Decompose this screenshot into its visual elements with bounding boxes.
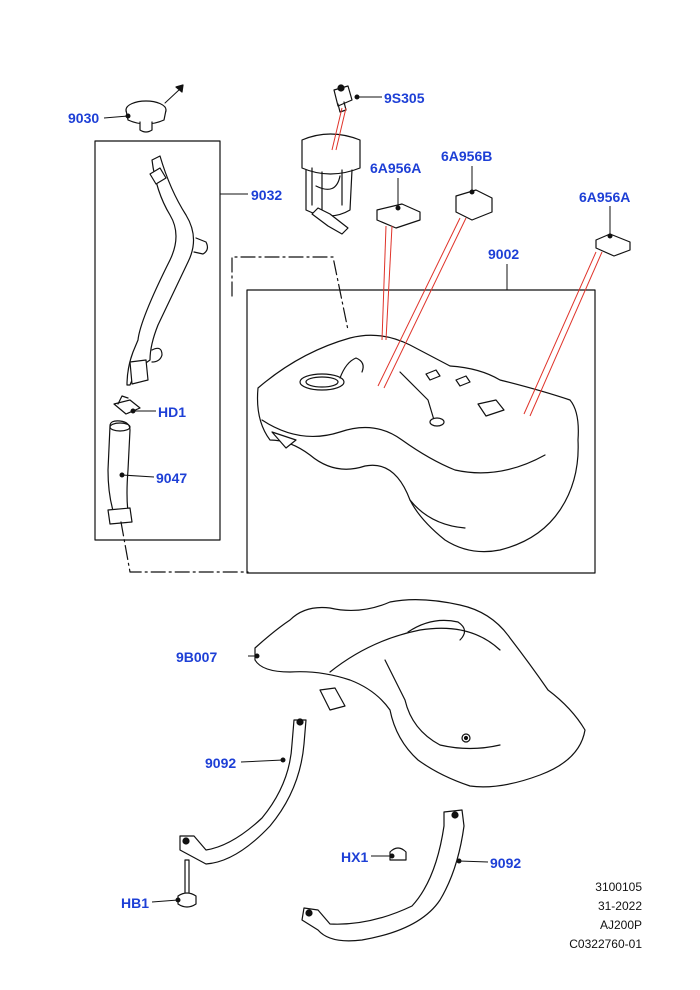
foam-pad-6a956b bbox=[455, 189, 493, 221]
reference-line-1: 3100105 bbox=[595, 880, 642, 894]
dash-dot-link-bottom bbox=[120, 521, 249, 573]
fuel-cap-part bbox=[125, 84, 184, 133]
callout-9002: 9002 bbox=[488, 246, 520, 262]
pressure-sensor-part bbox=[333, 84, 353, 113]
leader-hb1 bbox=[151, 899, 179, 903]
fuel-tank-part bbox=[256, 334, 579, 553]
callout-6a956b: 6A956B bbox=[441, 148, 493, 164]
leader-red-6a956a-left-b bbox=[385, 225, 393, 341]
reference-line-4: C0322760-01 bbox=[569, 937, 642, 951]
reference-line-3: AJ200P bbox=[599, 918, 642, 932]
callout-6a956a-right: 6A956A bbox=[579, 189, 631, 205]
bolt-hb1-part bbox=[177, 859, 197, 908]
leader-red-6a956b-a bbox=[377, 217, 461, 387]
filler-pipe-frame bbox=[94, 140, 221, 541]
breather-hose-part bbox=[107, 420, 133, 525]
callout-hx1: HX1 bbox=[341, 849, 369, 865]
tank-strap-left-part bbox=[179, 718, 307, 865]
callout-9b007: 9B007 bbox=[176, 649, 218, 665]
leader-9030 bbox=[103, 115, 129, 119]
callout-9092-right: 9092 bbox=[490, 855, 522, 871]
heat-shield-part bbox=[254, 599, 586, 788]
callout-9047: 9047 bbox=[156, 470, 188, 486]
leader-red-6a956b-b bbox=[383, 217, 467, 389]
leader-9047 bbox=[121, 474, 155, 478]
fuel-pump-module-part bbox=[301, 133, 361, 235]
callout-9032: 9032 bbox=[251, 187, 283, 203]
leader-red-9s305 bbox=[331, 107, 347, 151]
callout-9092-left: 9092 bbox=[205, 755, 237, 771]
dash-dot-link-top bbox=[231, 256, 349, 331]
callout-9030: 9030 bbox=[68, 110, 100, 126]
foam-pad-6a956a-right bbox=[595, 233, 631, 257]
leader-red-6a956a-right-b bbox=[529, 251, 603, 417]
callout-6a956a-left: 6A956A bbox=[370, 160, 422, 176]
leader-9092-left bbox=[240, 759, 284, 763]
leader-9092-right bbox=[458, 860, 489, 863]
leader-red-6a956a-right-a bbox=[523, 251, 597, 415]
leader-red-6a956a-left-a bbox=[381, 225, 387, 341]
callout-hd1: HD1 bbox=[158, 404, 187, 420]
callout-9s305: 9S305 bbox=[384, 90, 425, 106]
callout-hb1: HB1 bbox=[121, 895, 150, 911]
filler-pipe-part bbox=[126, 155, 209, 386]
foam-pad-6a956a-left bbox=[376, 203, 421, 229]
fuel-tank-frame bbox=[246, 289, 596, 574]
reference-block: 3100105 31-2022 AJ200P C0322760-01 bbox=[556, 878, 642, 954]
tank-strap-right-part bbox=[301, 809, 465, 942]
reference-line-2: 31-2022 bbox=[597, 899, 642, 913]
